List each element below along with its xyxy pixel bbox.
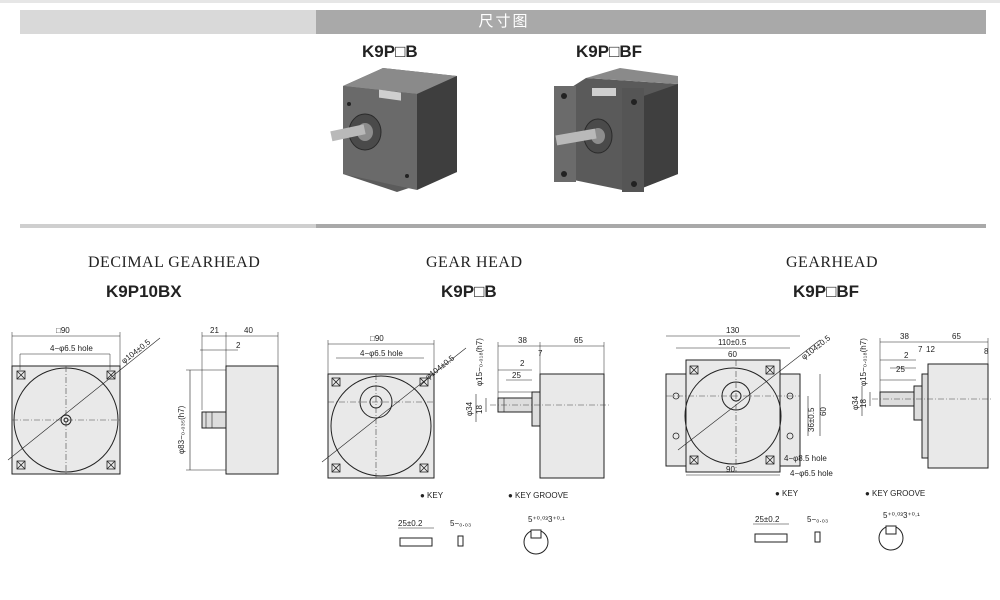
separator-left — [20, 224, 316, 228]
dim-12: 12 — [926, 345, 935, 354]
dim-34: φ34 — [465, 401, 474, 416]
dim-36: 36±0.5 — [807, 407, 816, 432]
dim-8: 8 — [984, 347, 989, 356]
dim-110: 110±0.5 — [718, 338, 747, 347]
section-title-decimal: DECIMAL GEARHEAD — [88, 254, 261, 271]
key-w: 5−₀.₀₃ — [450, 519, 471, 528]
dim-25: 25 — [896, 365, 905, 374]
section-title-gearhead-flange: GEARHEAD — [786, 254, 878, 271]
key-groove-label: ● KEY GROOVE — [865, 489, 925, 498]
dim-38: 38 — [518, 336, 527, 345]
dim-34: φ34 — [851, 395, 860, 410]
dim-25: 25 — [512, 371, 521, 380]
groove-d: 3⁺⁰∙¹ — [903, 511, 920, 520]
key-detail-gear-head: ● KEY ● KEY GROOVE 25±0.2 5−₀.₀₃ 5⁺⁰∙⁰³ … — [398, 491, 568, 555]
separator-right — [316, 224, 986, 228]
dim-holes65: 4−φ6.5 hole — [790, 469, 833, 478]
dim-130: 130 — [726, 326, 740, 335]
drawing-gearhead-flange: 130 110±0.5 60 φ104±0.5 36±0.5 60 4−φ8.5… — [665, 326, 992, 478]
groove-d: 3⁺⁰∙¹ — [548, 515, 565, 524]
product-photo-bf — [554, 68, 678, 192]
dim-38: 38 — [900, 332, 909, 341]
dim-pcd: φ104±0.5 — [424, 353, 457, 381]
drawing-gear-head: □90 4−φ6.5 hole φ104±0.5 φ15−₀.₀₁₈(h7) 3… — [321, 334, 610, 479]
dim-65: 65 — [574, 336, 583, 345]
dim-90: 90 — [726, 465, 735, 474]
header-bar-right — [316, 10, 986, 34]
dim-holes: 4−φ6.5 hole — [360, 349, 403, 358]
dim-40: 40 — [244, 326, 253, 335]
section-title-gearhead: GEAR HEAD — [426, 254, 523, 271]
section-model-gearhead-flange: K9P□BF — [793, 282, 859, 301]
dim-holes85: 4−φ8.5 hole — [784, 454, 827, 463]
dim-21: 21 — [210, 326, 219, 335]
key-label: ● KEY — [420, 491, 444, 500]
key-len: 25±0.2 — [755, 515, 780, 524]
product-photo-b — [330, 68, 457, 192]
dim-pcd: φ104±0.5 — [120, 337, 153, 365]
dim-7: 7 — [538, 349, 543, 358]
dim-65: 65 — [952, 332, 961, 341]
dim-pcd: φ104±0.5 — [800, 333, 833, 361]
dim-18: 18 — [475, 405, 484, 414]
dim-holes: 4−φ6.5 hole — [50, 344, 93, 353]
key-w: 5−₀.₀₃ — [807, 515, 828, 524]
key-detail-gearhead-flange: ● KEY ● KEY GROOVE 25±0.2 5−₀.₀₃ 5⁺⁰∙⁰³ … — [753, 489, 925, 551]
key-groove-label: ● KEY GROOVE — [508, 491, 568, 500]
header-title: 尺寸图 — [478, 13, 530, 30]
section-model-decimal: K9P10BX — [106, 282, 182, 301]
dim-pilot: φ83−₀.₀₃₅(h7) — [177, 405, 186, 454]
key-len: 25±0.2 — [398, 519, 423, 528]
dim-2: 2 — [236, 341, 241, 350]
key-label: ● KEY — [775, 489, 799, 498]
dim-square: □90 — [370, 334, 384, 343]
dim-square: □90 — [56, 326, 70, 335]
dim-18: 18 — [859, 399, 868, 408]
dim-2: 2 — [520, 359, 525, 368]
section-model-gearhead: K9P□B — [441, 282, 497, 301]
groove-w: 5⁺⁰∙⁰³ — [883, 511, 903, 520]
top-rule — [0, 0, 1000, 3]
dim-shaft: φ15−₀.₀₁₈(h7) — [859, 338, 868, 386]
dim-shaft: φ15−₀.₀₁₈(h7) — [475, 338, 484, 386]
photo-model-bf: K9P□BF — [576, 42, 642, 61]
dim-2: 2 — [904, 351, 909, 360]
photo-model-b: K9P□B — [362, 42, 418, 61]
groove-w: 5⁺⁰∙⁰³ — [528, 515, 548, 524]
dim-60v: 60 — [819, 407, 828, 416]
dim-7: 7 — [918, 345, 923, 354]
drawing-decimal-gearhead: □90 4−φ6.5 hole φ104±0.5 21 40 2 φ83−₀.₀… — [7, 326, 279, 475]
dim-60: 60 — [728, 350, 737, 359]
header-bar-left — [20, 10, 316, 34]
